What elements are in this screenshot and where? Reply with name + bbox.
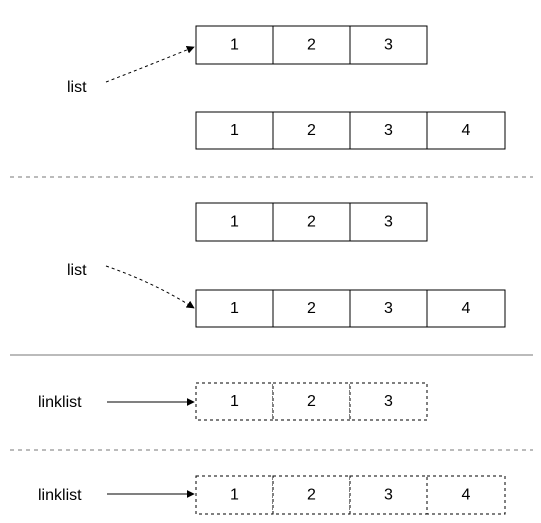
cell-value: 2 (307, 487, 316, 504)
array-4-box: 1 2 3 4 (195, 289, 506, 328)
array-cell (195, 202, 274, 242)
cell-value: 2 (307, 122, 316, 139)
list-node (349, 382, 428, 421)
panel-2: list 1 2 3 1 2 3 4 (67, 202, 506, 328)
array-cell (195, 289, 274, 328)
array-3-box: 1 2 3 (195, 25, 428, 65)
cell-value: 3 (384, 214, 393, 231)
cell-value: 4 (462, 122, 471, 139)
cell-value: 1 (230, 37, 239, 54)
cell-value: 1 (230, 300, 239, 317)
array-cell (426, 111, 506, 150)
pointer-label: linklist (38, 487, 82, 504)
list-node (195, 382, 274, 421)
array-4-box: 1 2 3 4 (195, 111, 506, 150)
cell-value: 3 (384, 487, 393, 504)
panel-3: linklist 1 2 3 (38, 382, 428, 421)
cell-value: 2 (307, 300, 316, 317)
array-cell (272, 289, 351, 328)
cell-value: 2 (307, 37, 316, 54)
panel-1: list 1 2 3 1 2 3 4 (67, 25, 506, 150)
cell-value: 2 (307, 214, 316, 231)
cell-value: 3 (384, 37, 393, 54)
pointer-label: linklist (38, 394, 82, 411)
cell-value: 3 (384, 393, 393, 410)
cell-value: 1 (230, 122, 239, 139)
list-node (349, 475, 428, 515)
cell-value: 1 (230, 214, 239, 231)
panel-4: linklist 1 2 3 4 (38, 475, 506, 515)
array-cell (349, 202, 428, 242)
list-node (272, 382, 351, 421)
array-cell (195, 25, 274, 65)
array-cell (349, 25, 428, 65)
pointer-label: list (67, 262, 87, 279)
pointer-arrow (105, 265, 195, 309)
array-cell (272, 25, 351, 65)
cell-value: 1 (230, 487, 239, 504)
array-cell (349, 111, 428, 150)
linked-list-4-box: 1 2 3 4 (195, 475, 506, 515)
cell-value: 4 (462, 487, 471, 504)
list-node (272, 475, 351, 515)
array-cell (272, 111, 351, 150)
array-cell (349, 289, 428, 328)
linked-list-3-box: 1 2 3 (195, 382, 428, 421)
list-node (426, 475, 506, 515)
pointer-label: list (67, 79, 87, 96)
cell-value: 3 (384, 300, 393, 317)
cell-value: 1 (230, 393, 239, 410)
array-3-box: 1 2 3 (195, 202, 428, 242)
array-cell (272, 202, 351, 242)
pointer-arrow (105, 46, 195, 83)
list-node (195, 475, 274, 515)
cell-value: 4 (462, 300, 471, 317)
cell-value: 2 (307, 393, 316, 410)
cell-value: 3 (384, 122, 393, 139)
array-cell (426, 289, 506, 328)
